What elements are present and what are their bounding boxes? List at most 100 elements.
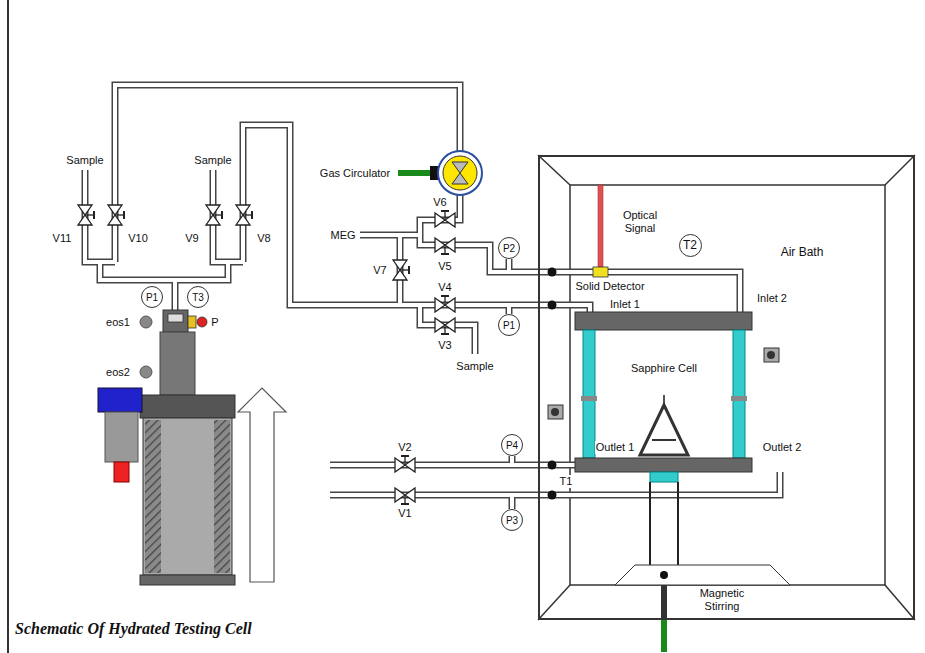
valve-label: V6 xyxy=(432,196,447,209)
diagram-caption: Schematic Of Hydrated Testing Cell xyxy=(15,620,252,638)
valves xyxy=(435,318,455,334)
valve-label: V9 xyxy=(184,232,199,245)
sapphire-cell xyxy=(677,482,679,565)
air-bath-frame xyxy=(885,155,915,185)
gauge-label: T2 xyxy=(683,238,697,252)
air-bath-frame xyxy=(538,585,570,620)
gauge-circle: P1 xyxy=(141,286,163,308)
sapphire-cell xyxy=(615,565,790,585)
gauge-label: P1 xyxy=(146,292,158,303)
camera-icon xyxy=(551,408,559,416)
signal-label: Optical Signal xyxy=(613,209,667,235)
air-bath-enclosure: Air Bath T2 xyxy=(538,155,915,620)
port-label: Sample xyxy=(455,360,494,373)
piston-pump xyxy=(140,366,152,378)
port-label: Inlet 1 xyxy=(609,298,641,311)
piston-pump xyxy=(168,314,183,322)
page-border xyxy=(7,0,9,653)
port-label: Inlet 2 xyxy=(756,292,788,305)
piston-pump xyxy=(188,316,196,328)
device-label: Solid Detector xyxy=(574,280,645,293)
air-bath-frame xyxy=(885,585,915,620)
valves xyxy=(395,456,415,472)
sapphire-cell xyxy=(575,312,790,652)
solid-detector xyxy=(593,267,608,277)
sapphire-cell xyxy=(583,330,595,458)
valve-label: V3 xyxy=(437,339,452,352)
enclosure-label: Air Bath xyxy=(781,245,824,259)
camera-icon xyxy=(548,348,779,419)
gauge-circle: P4 xyxy=(501,434,523,456)
port-label: Outlet 1 xyxy=(595,441,636,454)
valve-label: V4 xyxy=(437,281,452,294)
valve-label: V7 xyxy=(372,264,387,277)
valves xyxy=(395,488,415,504)
gauge-label: P3 xyxy=(506,515,518,526)
valve-label: V2 xyxy=(397,441,412,454)
wall-fittings xyxy=(548,461,557,470)
sapphire-cell xyxy=(652,439,676,441)
device-label: Gas Circulator xyxy=(319,167,391,180)
camera-icon xyxy=(764,348,779,362)
gas-circulator xyxy=(443,156,477,190)
sensor-label: eos2 xyxy=(105,366,131,379)
sensor-label: T1 xyxy=(559,475,574,488)
piston-pump xyxy=(145,420,161,573)
valves xyxy=(108,205,124,225)
piston-pump xyxy=(214,420,230,573)
piston-pump xyxy=(197,317,207,327)
gauge-circle: P2 xyxy=(498,237,520,259)
sapphire-cell xyxy=(733,330,745,458)
solid-detector xyxy=(593,185,608,277)
port-label: Outlet 2 xyxy=(762,441,803,454)
sapphire-cell xyxy=(660,571,668,579)
gauge-circle: T3 xyxy=(187,286,209,308)
valves xyxy=(435,238,455,254)
piston-pump xyxy=(160,332,195,395)
gas-circulator xyxy=(438,151,482,195)
port-label: Sample xyxy=(193,154,232,167)
sapphire-cell xyxy=(661,585,667,620)
sapphire-cell xyxy=(731,396,747,401)
camera-icon xyxy=(767,351,775,359)
camera-icon xyxy=(548,405,563,419)
piston-pump xyxy=(143,418,232,575)
gas-circulator xyxy=(398,151,482,195)
piston-pump xyxy=(98,310,286,585)
gauge-label: T3 xyxy=(192,292,204,303)
sapphire-cell xyxy=(661,620,667,652)
sensor-label: P xyxy=(210,316,219,329)
piston-pump xyxy=(114,462,129,482)
device-label: Sapphire Cell xyxy=(630,362,698,375)
port-label: Sample xyxy=(65,154,104,167)
valve-label: V11 xyxy=(52,232,73,245)
valves xyxy=(393,260,409,280)
wall-fittings xyxy=(548,491,557,500)
sapphire-cell xyxy=(581,396,597,401)
air-bath-frame xyxy=(538,155,570,185)
gas-circulator xyxy=(452,162,468,184)
piston-pump xyxy=(98,388,142,412)
air-bath-frame xyxy=(538,155,915,620)
valve-label: V8 xyxy=(256,232,271,245)
sapphire-cell xyxy=(575,458,752,472)
valves xyxy=(78,205,94,225)
solid-detector xyxy=(598,185,603,267)
valves xyxy=(236,205,252,225)
wall-fittings xyxy=(548,268,557,277)
valves xyxy=(435,211,455,227)
piston-pump xyxy=(105,412,138,462)
device-label: Magnetic Stirring xyxy=(691,587,753,613)
piston-pump xyxy=(140,575,235,585)
valve-label: V1 xyxy=(397,507,412,520)
gauge-label: P1 xyxy=(503,320,515,331)
valves xyxy=(435,296,455,312)
sapphire-cell xyxy=(650,472,678,482)
valve-label: V5 xyxy=(437,260,452,273)
piston-pump xyxy=(140,395,235,418)
port-label: MEG xyxy=(329,229,356,242)
gauge-circle: T2 xyxy=(679,234,702,257)
piston-pump xyxy=(163,310,188,332)
